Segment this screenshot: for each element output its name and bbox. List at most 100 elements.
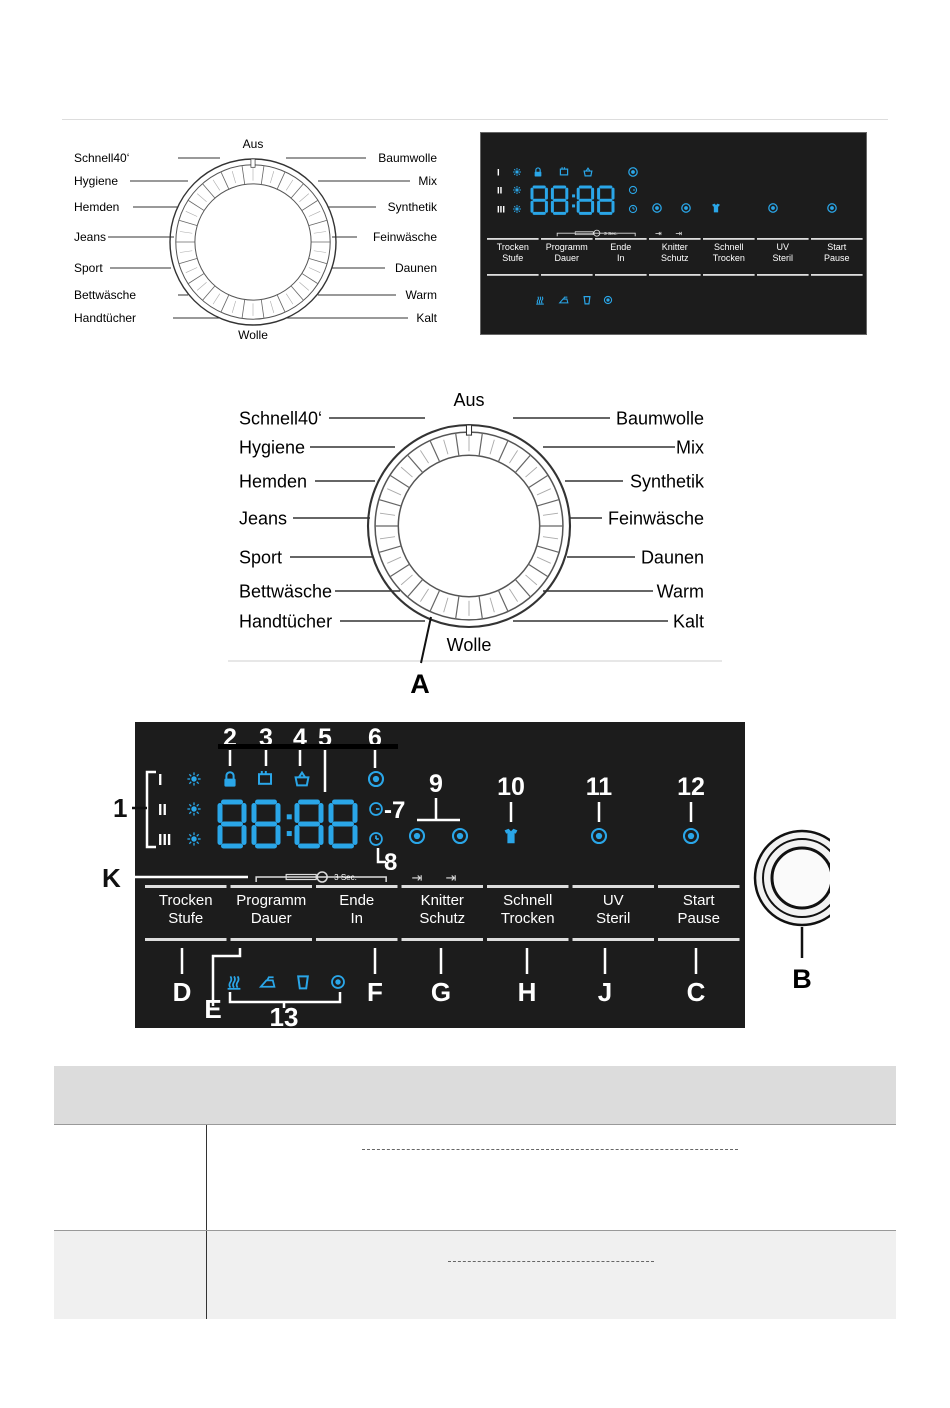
- display-digit: [576, 185, 595, 215]
- callout-E: E: [204, 994, 221, 1024]
- callout-G: G: [431, 977, 451, 1007]
- control-panel: [135, 722, 745, 1028]
- function-led-0: [408, 827, 426, 845]
- program-dial-diagram: Aus Wolle Schnell40‘HygieneHemdenJeansSp…: [228, 390, 722, 697]
- dial-label-left-0: Schnell40‘: [239, 408, 322, 428]
- callout-7: -7: [384, 797, 405, 824]
- dial-label-left-6: Handtücher: [239, 611, 332, 631]
- display-digit: [251, 799, 281, 849]
- level-sun-icon-2: [513, 186, 521, 194]
- callout-B: B: [792, 964, 812, 994]
- level-sun-icon-1: [513, 168, 521, 176]
- callout-1: 1: [113, 793, 127, 823]
- time-arrow-icon: [369, 802, 383, 816]
- small-control-panel: IIIIIITrockenStufeProgrammDauerEndeInKni…: [480, 132, 867, 335]
- display-digit: [328, 799, 358, 849]
- button-label-2: Trocken: [713, 253, 745, 263]
- lock-icon: [224, 771, 236, 787]
- small-dial-knob[interactable]: [169, 158, 337, 326]
- table-row-2: [54, 1230, 896, 1319]
- button-label-1: Programm: [546, 242, 588, 252]
- dial-label-right-1: Mix: [676, 437, 704, 457]
- start-knob[interactable]: [753, 829, 830, 927]
- button-label-1: Trocken: [159, 892, 213, 909]
- function-led-4: [827, 203, 837, 213]
- dial-label-right-4: Daunen: [395, 261, 437, 275]
- callout-10: 10: [497, 773, 525, 801]
- dial-label-left-4: Sport: [74, 261, 103, 275]
- dial-label-left-1: Hygiene: [239, 437, 305, 457]
- dial-label-right-3: Feinwäsche: [373, 230, 437, 244]
- dial-label-right-2: Synthetik: [388, 200, 438, 214]
- table-header: [54, 1066, 896, 1124]
- button-label-2: Schutz: [419, 910, 465, 927]
- button-label-2: Steril: [596, 910, 630, 927]
- level-sun-icon-1: [187, 772, 201, 786]
- dial-label-wolle: Wolle: [447, 635, 492, 655]
- dial-label-right-1: Mix: [418, 174, 437, 188]
- callout-9: 9: [429, 770, 443, 798]
- level-mark-2: II: [497, 186, 503, 197]
- hold-3sec-label: 3 Sec.: [334, 873, 357, 882]
- table-row-1-dotted-line: [362, 1149, 738, 1150]
- dial-label-right-3: Feinwäsche: [608, 508, 704, 528]
- level-sun-icon-2: [187, 802, 201, 816]
- small-dial-label-top: Aus: [243, 137, 264, 151]
- dial-label-right-0: Baumwolle: [378, 151, 437, 165]
- function-led-1: [451, 827, 469, 845]
- callout-J: J: [598, 977, 612, 1007]
- small-program-dial: Aus Wolle Schnell40‘HygieneHemdenJeansSp…: [74, 137, 438, 342]
- button-label-1: Knitter: [421, 892, 464, 909]
- small-dial-label-bottom: Wolle: [238, 328, 268, 342]
- button-label-2: Dauer: [555, 253, 580, 263]
- button-label-2: Pause: [824, 253, 850, 263]
- button-label-1: Trocken: [497, 242, 529, 252]
- control-panel-diagram: IIIIIITrockenStufeProgrammDauerEndeInKni…: [102, 722, 830, 1030]
- clock-icon: [628, 204, 638, 214]
- level-mark-3: III: [158, 832, 171, 849]
- level-mark-2: II: [158, 802, 167, 819]
- level-sun-icon-3: [513, 205, 521, 213]
- callout-H: H: [518, 977, 537, 1007]
- shirt-icon: [504, 828, 518, 844]
- dial-label-left-6: Handtücher: [74, 311, 136, 325]
- button-label-2: Dauer: [251, 910, 292, 927]
- display-digit: [597, 185, 615, 215]
- dial-label-left-2: Hemden: [239, 471, 307, 491]
- dial-label-aus: Aus: [453, 390, 484, 410]
- callout-K: K: [102, 863, 121, 893]
- function-led-3: [768, 203, 778, 213]
- basket-icon: [583, 167, 593, 177]
- dial-label-left-3: Jeans: [239, 508, 287, 528]
- level-mark-3: III: [497, 205, 505, 216]
- dial-label-right-5: Warm: [405, 288, 437, 302]
- button-label-2: Trocken: [501, 910, 555, 927]
- iron-icon: [558, 296, 569, 304]
- callout-C: C: [687, 977, 706, 1007]
- extra-dry-led: [331, 975, 345, 989]
- program-dial-knob[interactable]: [366, 423, 572, 629]
- dial-label-right-4: Daunen: [641, 547, 704, 567]
- dial-label-left-5: Bettwäsche: [239, 581, 332, 601]
- display-digit: [550, 185, 569, 215]
- knitter-arrow-icon-2: ⇥: [446, 870, 457, 885]
- button-label-2: In: [617, 253, 625, 263]
- button-label-2: Pause: [677, 910, 720, 927]
- display-digit: [294, 799, 324, 849]
- knitter-arrow-icon: ⇥: [412, 870, 423, 885]
- dial-label-right-2: Synthetik: [630, 471, 705, 491]
